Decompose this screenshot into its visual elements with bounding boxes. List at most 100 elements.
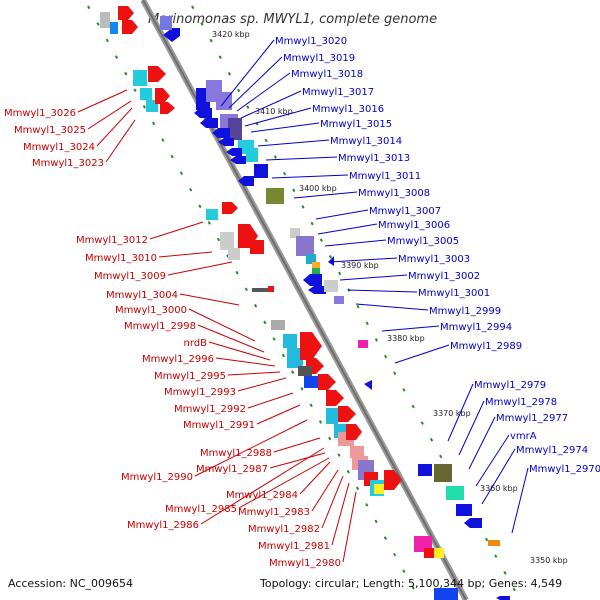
gene-label[interactable]: Mmwyl1_3000 — [115, 305, 187, 316]
gene-label[interactable]: Mmwyl1_2977 — [496, 413, 568, 424]
leader-line — [179, 293, 240, 306]
gene-label[interactable]: Mmwyl1_2995 — [154, 371, 226, 382]
leader-line — [317, 223, 378, 235]
gene-block — [271, 320, 285, 330]
gene-label[interactable]: Mmwyl1_3001 — [418, 288, 490, 299]
gene-label[interactable]: Mmwyl1_2993 — [164, 387, 236, 398]
gene-label[interactable]: Mmwyl1_2979 — [474, 380, 546, 391]
gene-label[interactable]: Mmwyl1_3018 — [291, 69, 363, 80]
gene-block — [160, 16, 172, 30]
gene-block — [434, 588, 458, 600]
gene-label[interactable]: nrdB — [184, 338, 208, 349]
gene-arrow — [326, 390, 344, 406]
gene-label[interactable]: Mmwyl1_3019 — [283, 53, 355, 64]
leader-line — [311, 469, 339, 512]
gene-label[interactable]: Mmwyl1_3013 — [338, 153, 410, 164]
gene-label[interactable]: Mmwyl1_2990 — [121, 472, 193, 483]
leader-line — [475, 434, 510, 487]
leader-line — [240, 90, 302, 119]
gene-label[interactable]: Mmwyl1_2992 — [174, 404, 246, 415]
leader-line — [331, 482, 350, 546]
gene-label[interactable]: Mmwyl1_3023 — [32, 158, 104, 169]
gene-label[interactable]: Mmwyl1_2999 — [429, 306, 501, 317]
gene-label[interactable]: Mmwyl1_3008 — [358, 188, 430, 199]
gene-arrow — [364, 380, 372, 390]
gene-arrow — [148, 66, 166, 82]
leader-line — [256, 404, 301, 425]
gene-label[interactable]: Mmwyl1_3012 — [76, 235, 148, 246]
accession-text: Accession: NC_009654 — [8, 577, 133, 590]
gene-label[interactable]: Mmwyl1_3014 — [330, 136, 402, 147]
gene-arrow — [160, 102, 175, 114]
gene-label[interactable]: Mmwyl1_3006 — [378, 220, 450, 231]
gene-label[interactable]: Mmwyl1_2986 — [127, 520, 199, 531]
gene-label[interactable]: Mmwyl1_2970 — [529, 464, 600, 475]
gene-label[interactable]: Mmwyl1_2987 — [196, 464, 268, 475]
gene-block — [296, 236, 314, 256]
kbp-label: 3360 kbp — [480, 484, 518, 493]
kbp-label: 3400 kbp — [299, 184, 337, 193]
gene-label[interactable]: Mmwyl1_2998 — [124, 321, 196, 332]
leader-line — [355, 303, 429, 311]
gene-arrow — [300, 332, 322, 360]
gene-label[interactable]: Mmwyl1_3005 — [387, 236, 459, 247]
leader-line — [265, 156, 338, 161]
gene-block — [424, 548, 434, 558]
gene-block — [488, 540, 500, 546]
gene-label[interactable]: Mmwyl1_3007 — [369, 206, 441, 217]
gene-label[interactable]: Mmwyl1_2996 — [142, 354, 214, 365]
leader-line — [269, 452, 326, 469]
gene-label[interactable]: Mmwyl1_3016 — [312, 104, 384, 115]
leader-line — [96, 107, 133, 147]
gene-label[interactable]: Mmwyl1_3010 — [85, 253, 157, 264]
gene-label[interactable]: Mmwyl1_2983 — [238, 507, 310, 518]
gene-arrow — [194, 108, 212, 118]
gene-label[interactable]: Mmwyl1_2989 — [450, 341, 522, 352]
leader-line — [381, 325, 440, 332]
gene-label[interactable]: Mmwyl1_3003 — [398, 254, 470, 265]
gene-label[interactable]: Mmwyl1_2985 — [165, 504, 237, 515]
gene-label[interactable]: Mmwyl1_2982 — [248, 524, 320, 535]
leader-line — [188, 308, 256, 342]
gene-label[interactable]: Mmwyl1_3024 — [23, 142, 95, 153]
gene-label[interactable]: Mmwyl1_3025 — [14, 125, 86, 136]
gene-label[interactable]: Mmwyl1_2984 — [226, 490, 298, 501]
gene-label[interactable]: Mmwyl1_3002 — [408, 271, 480, 282]
leader-line — [227, 371, 281, 376]
gene-label[interactable]: vmrA — [510, 431, 537, 442]
leader-line — [244, 107, 312, 127]
gene-label[interactable]: Mmwyl1_3026 — [4, 108, 76, 119]
gene-block — [268, 286, 274, 292]
gene-block — [456, 504, 472, 516]
gene-label[interactable]: Mmwyl1_2980 — [269, 558, 341, 569]
gene-block — [206, 209, 218, 220]
leader-line — [257, 139, 330, 147]
gene-block — [434, 464, 452, 482]
gene-label[interactable]: Mmwyl1_3004 — [106, 290, 178, 301]
leader-line — [329, 257, 398, 263]
leader-line — [324, 239, 387, 247]
gene-label[interactable]: Mmwyl1_3017 — [302, 87, 374, 98]
leader-line — [236, 72, 291, 112]
gene-label[interactable]: Mmwyl1_2991 — [183, 420, 255, 431]
gene-label[interactable]: Mmwyl1_3011 — [349, 171, 421, 182]
gene-block — [326, 408, 338, 424]
gene-block — [434, 548, 444, 558]
gene-arrow — [338, 406, 356, 422]
kbp-label: 3420 kbp — [212, 30, 250, 39]
gene-label[interactable]: Mmwyl1_2994 — [440, 322, 512, 333]
gene-block — [228, 248, 240, 260]
gene-label[interactable]: Mmwyl1_2974 — [516, 445, 588, 456]
gene-label[interactable]: Mmwyl1_2978 — [485, 397, 557, 408]
gene-block — [283, 334, 297, 348]
gene-arrow — [346, 424, 362, 440]
gene-label[interactable]: Mmwyl1_3009 — [94, 271, 166, 282]
gene-arrow — [318, 374, 336, 390]
gene-block — [374, 484, 384, 494]
gene-label[interactable]: Mmwyl1_2981 — [258, 541, 330, 552]
gene-label[interactable]: Mmwyl1_3015 — [320, 119, 392, 130]
gene-block — [446, 486, 464, 500]
gene-label[interactable]: Mmwyl1_2988 — [200, 448, 272, 459]
gene-label[interactable]: Mmwyl1_3020 — [275, 36, 347, 47]
